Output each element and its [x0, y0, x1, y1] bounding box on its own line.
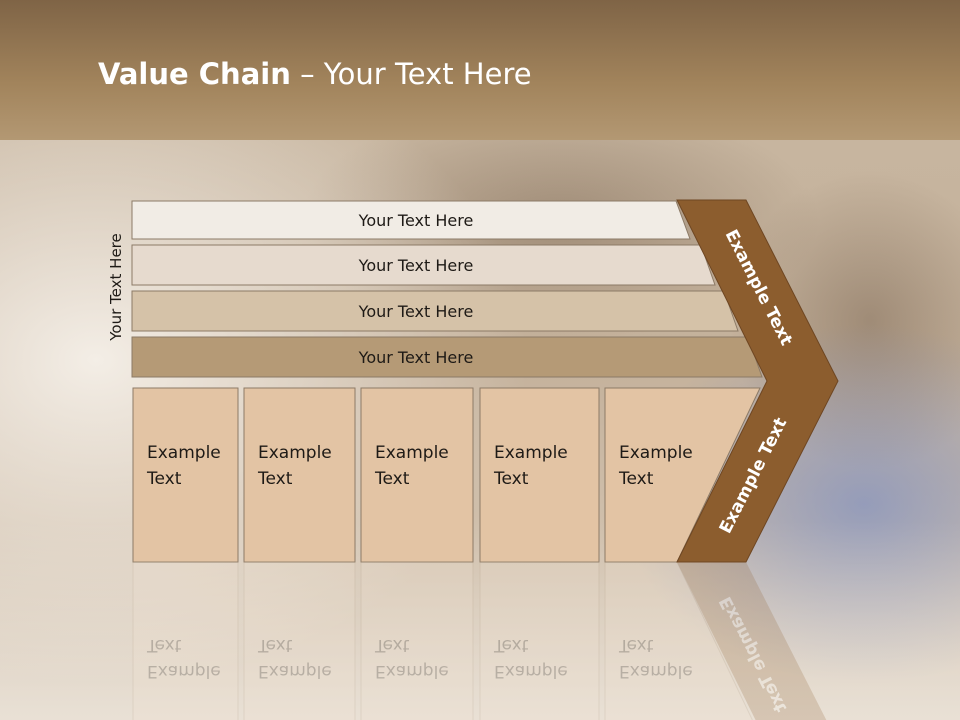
title-bold: Value Chain	[98, 57, 291, 91]
primary-box-label: Text	[146, 469, 182, 489]
margin-arrow	[676, 199, 839, 563]
svg-text:Text: Text	[618, 635, 654, 655]
primary-box-reflection: Example Text	[243, 561, 356, 720]
primary-box-label: Text	[618, 469, 654, 489]
svg-text:Text: Text	[146, 635, 182, 655]
primary-box-label: Example	[147, 443, 221, 463]
svg-text:Text: Text	[257, 635, 293, 655]
svg-text:Example: Example	[147, 661, 221, 681]
title-rest: – Your Text Here	[290, 57, 532, 91]
primary-box-label: Text	[257, 469, 293, 489]
support-row-1	[131, 200, 691, 240]
primary-box-2	[243, 387, 356, 563]
primary-box-1	[132, 387, 239, 563]
support-row-label: Your Text Here	[358, 348, 474, 367]
primary-box-reflection: Example Text	[604, 561, 753, 720]
svg-text:Example: Example	[258, 661, 332, 681]
primary-box-label: Example	[619, 443, 693, 463]
primary-box-reflection: Example Text	[360, 561, 474, 720]
primary-box-reflection: Example Text	[479, 561, 600, 720]
svg-text:Text: Text	[493, 635, 529, 655]
primary-box-label: Text	[493, 469, 529, 489]
svg-text:Text: Text	[374, 635, 410, 655]
support-row-2	[131, 244, 716, 286]
support-row-label: Your Text Here	[358, 302, 474, 321]
support-row-3	[131, 290, 739, 332]
primary-box-label: Example	[375, 443, 449, 463]
svg-text:Example: Example	[375, 661, 449, 681]
primary-box-4	[479, 387, 600, 563]
primary-box-label: Example	[494, 443, 568, 463]
svg-text:Example: Example	[494, 661, 568, 681]
primary-box-label: Example	[258, 443, 332, 463]
primary-box-reflection: Example Text	[132, 561, 239, 720]
support-row-label: Your Text Here	[358, 211, 474, 230]
svg-text:Example: Example	[619, 661, 693, 681]
title-band	[0, 0, 960, 140]
primary-box-label: Text	[374, 469, 410, 489]
support-row-4	[131, 336, 763, 378]
primary-box-3	[360, 387, 474, 563]
slide-title: Value Chain – Your Text Here	[98, 52, 532, 96]
support-row-label: Your Text Here	[358, 256, 474, 275]
